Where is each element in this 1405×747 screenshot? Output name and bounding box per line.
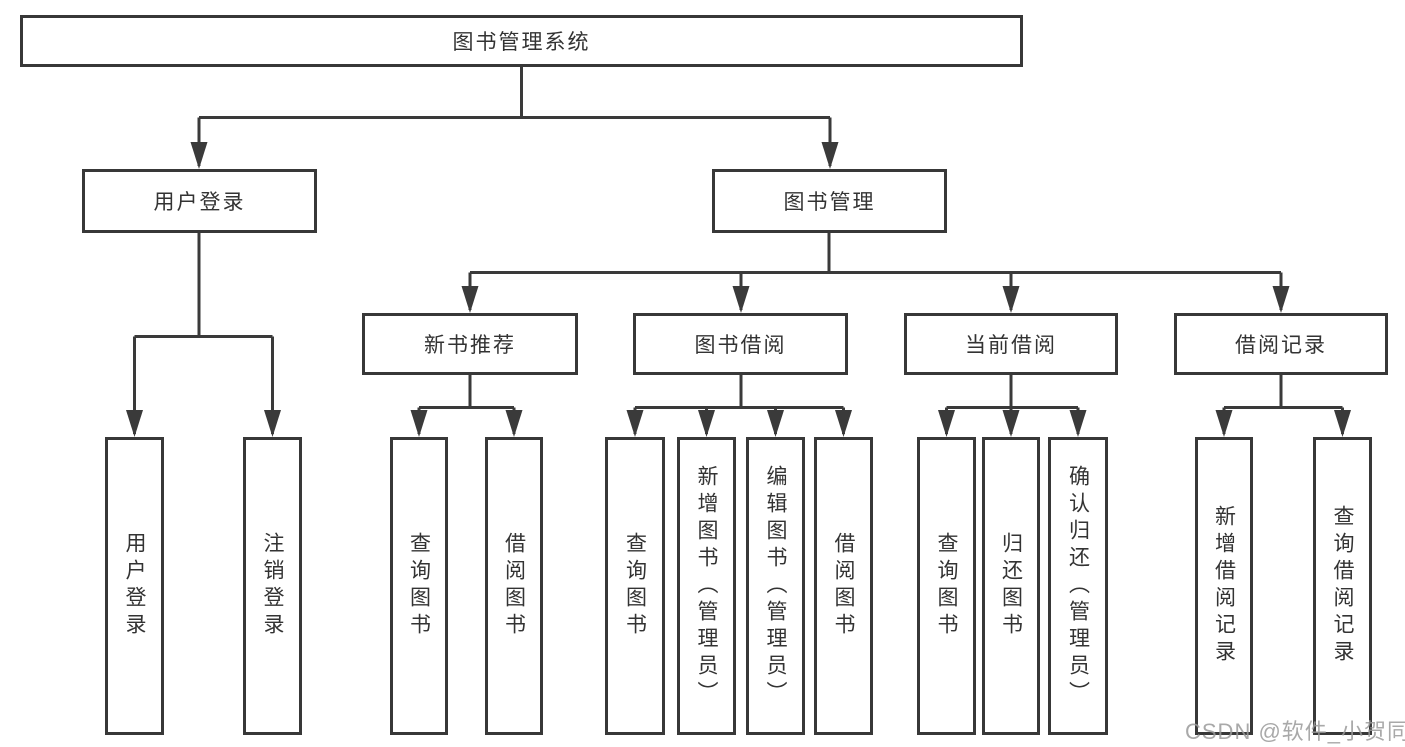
node-label: 图书借阅 <box>694 334 787 357</box>
node-label: 借阅图书 <box>832 532 855 640</box>
node-borrowing-records: 借阅记录 <box>1174 313 1388 375</box>
leaf-query-borrow-record: 查询借阅记录 <box>1313 437 1372 735</box>
node-label: 当前借阅 <box>965 334 1057 357</box>
node-label: 注销登录 <box>261 532 284 640</box>
node-book-borrowing: 图书借阅 <box>633 313 848 375</box>
node-label: 查询借阅记录 <box>1331 505 1354 667</box>
leaf-add-borrow-record: 新增借阅记录 <box>1195 437 1253 735</box>
leaf-borrow-books-newrec: 借阅图书 <box>485 437 543 735</box>
node-user-login: 用户登录 <box>82 169 317 233</box>
node-new-book-recommendation: 新书推荐 <box>362 313 578 375</box>
node-label: 归还图书 <box>999 532 1023 640</box>
node-label: 查询图书 <box>407 532 431 640</box>
leaf-confirm-return-admin: 确认归还（管理员） <box>1048 437 1108 735</box>
node-label: 图书管理 <box>783 191 876 214</box>
leaf-edit-books-admin: 编辑图书（管理员） <box>746 437 805 735</box>
node-label: 借阅图书 <box>502 532 526 640</box>
node-label: 图书管理系统 <box>452 31 591 54</box>
leaf-add-books-admin: 新增图书（管理员） <box>677 437 736 735</box>
leaf-user-login: 用户登录 <box>105 437 164 735</box>
csdn-watermark: CSDN @软件_小贺同学 <box>1185 719 1405 744</box>
leaf-query-books-current: 查询图书 <box>917 437 976 735</box>
node-label: 查询图书 <box>623 532 647 640</box>
node-label: 查询图书 <box>935 532 958 640</box>
node-label: 新增图书（管理员） <box>695 464 718 708</box>
node-label: 新书推荐 <box>424 334 516 357</box>
leaf-return-books: 归还图书 <box>982 437 1040 735</box>
node-root: 图书管理系统 <box>20 15 1023 67</box>
leaf-borrow-books-borrow: 借阅图书 <box>814 437 873 735</box>
node-book-management: 图书管理 <box>712 169 947 233</box>
node-label: 用户登录 <box>123 532 146 640</box>
leaf-query-books-borrow: 查询图书 <box>605 437 665 735</box>
node-label: 用户登录 <box>153 191 246 214</box>
node-label: 借阅记录 <box>1235 334 1327 357</box>
arrowheads <box>126 142 1351 437</box>
node-current-borrowing: 当前借阅 <box>904 313 1118 375</box>
leaf-logout: 注销登录 <box>243 437 302 735</box>
node-label: 新增借阅记录 <box>1212 505 1236 667</box>
leaf-query-books-newrec: 查询图书 <box>390 437 448 735</box>
node-label: 编辑图书（管理员） <box>764 464 787 708</box>
node-label: 确认归还（管理员） <box>1066 464 1090 708</box>
